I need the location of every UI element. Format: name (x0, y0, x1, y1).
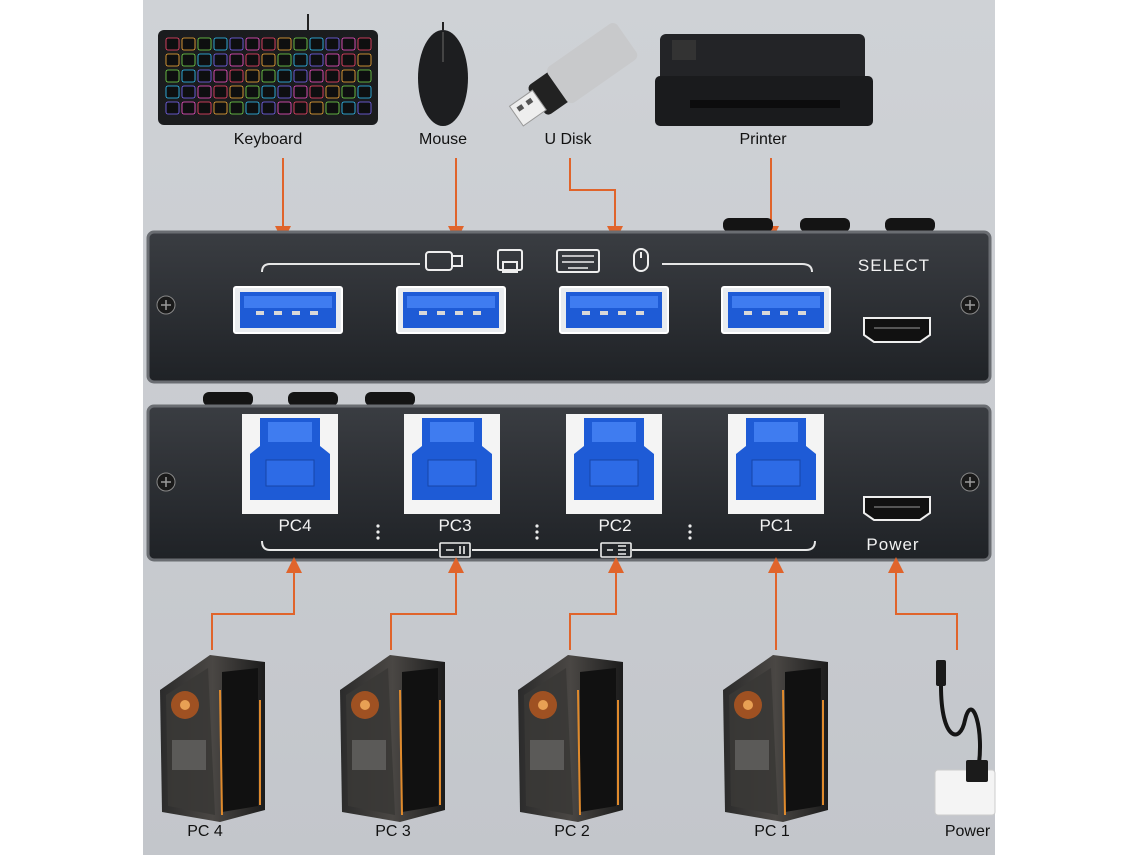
top-feet (723, 218, 935, 232)
pc2-arrow (569, 557, 624, 650)
usb-a-port (233, 286, 343, 334)
port-label-pc3: PC3 (438, 516, 472, 535)
mouse-label: Mouse (418, 131, 468, 148)
top-connectors (275, 158, 779, 242)
usb-b-port (728, 414, 824, 514)
mouse-icon (633, 248, 649, 272)
port-label-pc1: PC1 (759, 516, 793, 535)
pc-tower-image (518, 655, 623, 822)
bottom-panel (146, 404, 992, 562)
usb-b-port (242, 414, 338, 514)
select-port (863, 317, 931, 343)
power-arrow (888, 557, 958, 650)
keyboard-icon (556, 249, 600, 273)
printer-icon (497, 249, 523, 273)
printer-label: Printer (739, 131, 787, 148)
pc3-arrow (390, 557, 464, 650)
power-label: Power (944, 823, 991, 840)
printer-image (655, 34, 873, 126)
usb-drive-icon (425, 251, 463, 271)
usb-a-port (396, 286, 506, 334)
mouse-image (418, 22, 468, 126)
bottom-connectors (211, 557, 958, 650)
pc2-label: PC 2 (554, 823, 590, 840)
keyboard-image (158, 14, 378, 125)
usb-a-port (721, 286, 831, 334)
select-label: SELECT (857, 256, 931, 275)
pc4-arrow (211, 557, 302, 650)
keyboard-label: Keyboard (233, 131, 303, 148)
separator-dots (376, 524, 692, 540)
pc-tower-image (160, 655, 265, 822)
usb-b-port (566, 414, 662, 514)
usb-b-port (404, 414, 500, 514)
pc3-label: PC 3 (375, 823, 411, 840)
usb-a-port (559, 286, 669, 334)
bottom-feet (203, 392, 415, 406)
top-panel (146, 230, 992, 384)
port-label-pc2: PC2 (598, 516, 632, 535)
pc-tower-image (340, 655, 445, 822)
power-port (863, 496, 931, 521)
pc1-label: PC 1 (754, 823, 790, 840)
pc-tower-image (723, 655, 828, 822)
switch-icon-left (439, 542, 471, 558)
udisk-arrow (569, 158, 623, 242)
power-cable-image (934, 660, 996, 816)
pc4-label: PC 4 (187, 823, 223, 840)
power-port-label: Power (866, 535, 920, 554)
udisk-image (508, 23, 638, 127)
port-label-pc4: PC4 (278, 516, 312, 535)
udisk-label: U Disk (544, 131, 592, 148)
